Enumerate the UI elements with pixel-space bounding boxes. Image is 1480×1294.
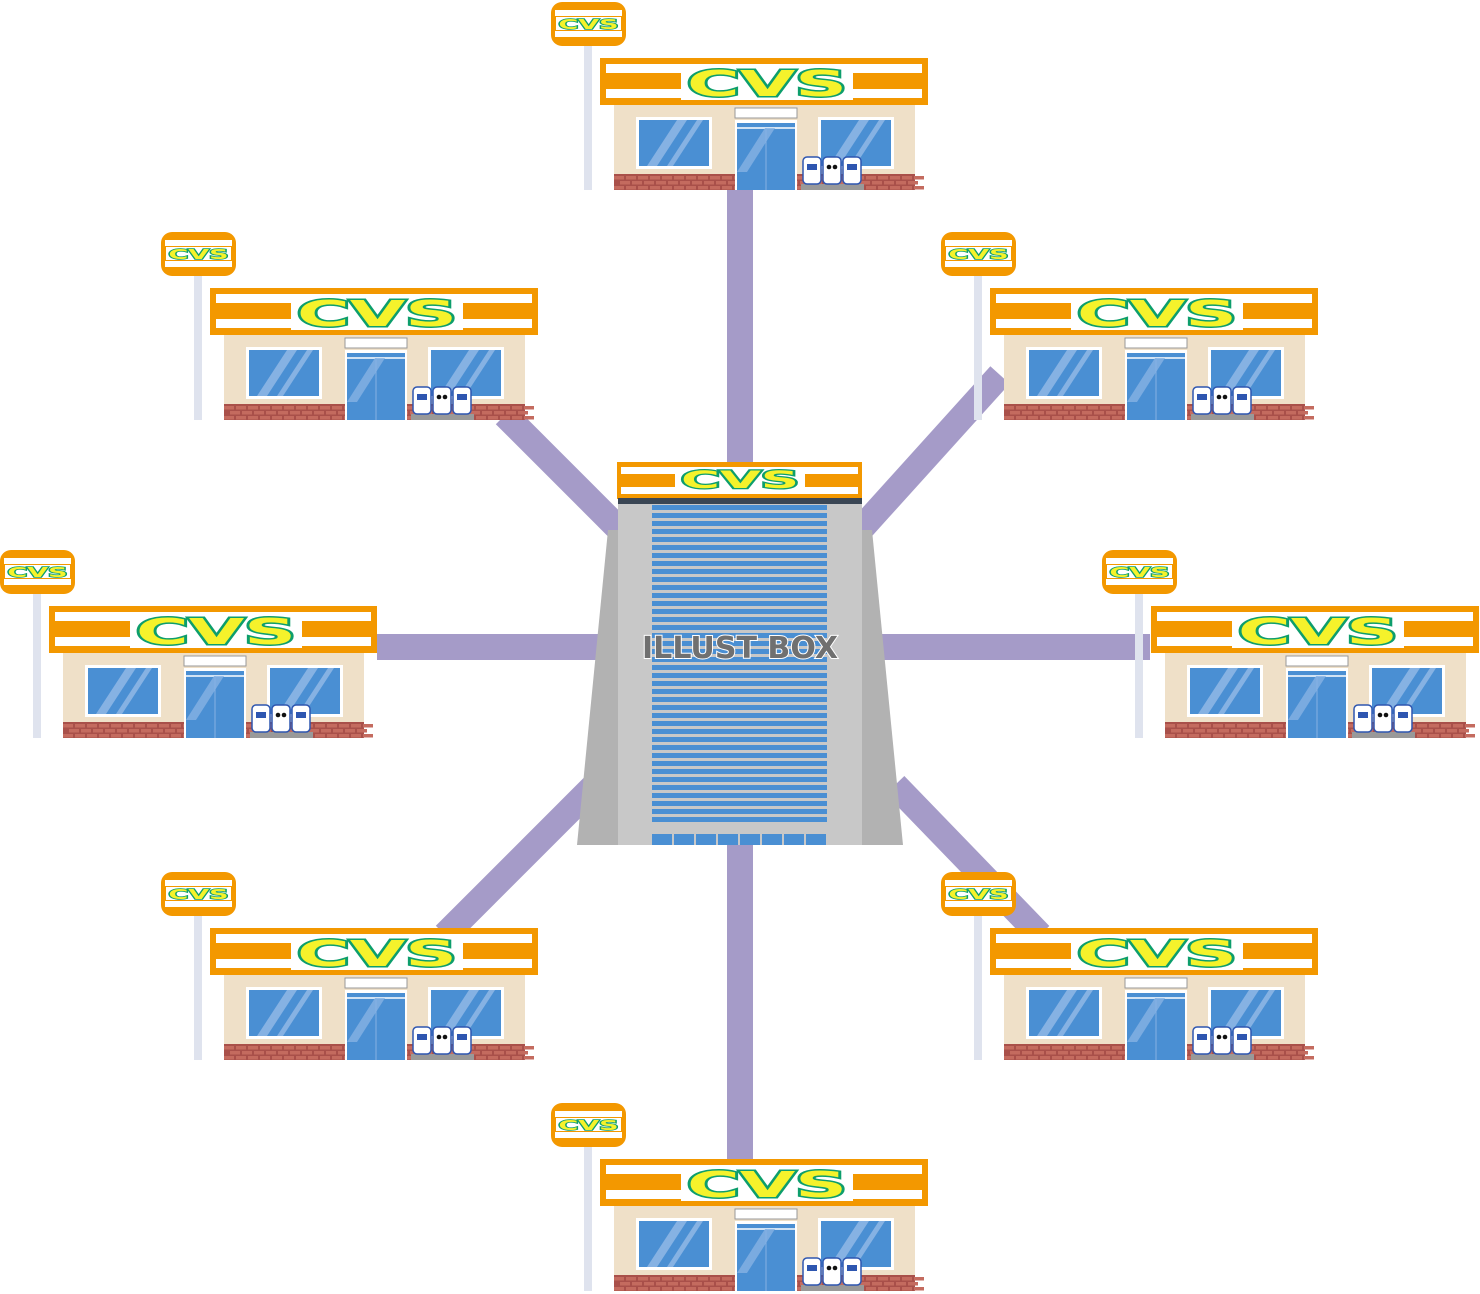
store-east: CVS CVS: [1102, 550, 1480, 740]
store-door[interactable]: [183, 655, 247, 738]
store-roof-sign: CVS: [990, 288, 1318, 337]
vending-machines: [1191, 386, 1254, 420]
store-west: CVS CVS: [0, 550, 380, 740]
pole-sign-logo: CVS: [169, 248, 229, 263]
store-door[interactable]: [734, 107, 798, 190]
store-roof-sign: CVS: [210, 288, 538, 337]
sign-pole: [974, 914, 982, 1060]
store-door[interactable]: [344, 977, 408, 1060]
pole-sign-logo: CVS: [559, 18, 619, 33]
store-north: CVS CVS: [551, 2, 931, 192]
pole-sign-logo: CVS: [559, 1119, 619, 1134]
vending-machines: [411, 386, 474, 420]
store-roof-sign: CVS: [600, 1159, 928, 1208]
pole-sign: CVS: [551, 1103, 626, 1147]
vending-machines: [801, 156, 864, 190]
store-logo: CVS: [136, 612, 296, 653]
store-logo: CVS: [687, 1165, 847, 1206]
pole-sign: CVS: [0, 550, 75, 594]
store-logo: CVS: [687, 64, 847, 105]
store-logo: CVS: [297, 294, 457, 335]
store-logo: CVS: [1077, 934, 1237, 975]
store-north-east: CVS CVS: [941, 232, 1321, 422]
vending-machines: [1352, 704, 1415, 738]
link-south-east: [885, 775, 1050, 945]
store-window: [636, 117, 712, 169]
store-south-west: CVS CVS: [161, 872, 541, 1062]
store-north-west: CVS CVS: [161, 232, 541, 422]
store-window: [85, 665, 161, 717]
pole-sign-logo: CVS: [8, 566, 68, 581]
store-roof-sign: CVS: [210, 928, 538, 977]
store-door[interactable]: [734, 1208, 798, 1291]
pole-sign-logo: CVS: [949, 248, 1009, 263]
store-roof-sign: CVS: [1151, 606, 1479, 655]
store-window: [246, 987, 322, 1039]
pole-sign: CVS: [161, 232, 236, 276]
store-south-east: CVS CVS: [941, 872, 1321, 1062]
store-logo: CVS: [1077, 294, 1237, 335]
sign-pole: [33, 592, 41, 738]
sign-pole: [194, 914, 202, 1060]
sign-pole: [584, 1145, 592, 1291]
store-door[interactable]: [344, 337, 408, 420]
store-logo: CVS: [297, 934, 457, 975]
pole-sign: CVS: [941, 872, 1016, 916]
store-roof-sign: CVS: [990, 928, 1318, 977]
sign-pole: [974, 274, 982, 420]
store-window: [246, 347, 322, 399]
pole-sign-logo: CVS: [949, 888, 1009, 903]
store-window: [1026, 987, 1102, 1039]
vending-machines: [411, 1026, 474, 1060]
store-door[interactable]: [1285, 655, 1349, 738]
store-window: [636, 1218, 712, 1270]
store-roof-sign: CVS: [600, 58, 928, 107]
store-door[interactable]: [1124, 337, 1188, 420]
pole-sign: CVS: [551, 2, 626, 46]
pole-sign-logo: CVS: [1110, 566, 1170, 581]
store-logo: CVS: [1238, 612, 1398, 653]
sign-pole: [1135, 592, 1143, 738]
store-south: CVS CVS: [551, 1103, 931, 1293]
pole-sign: CVS: [941, 232, 1016, 276]
vending-machines: [801, 1257, 864, 1291]
store-window: [1026, 347, 1102, 399]
store-roof-sign: CVS: [49, 606, 377, 655]
link-south-west: [435, 775, 605, 945]
sign-pole: [194, 274, 202, 420]
pole-sign-logo: CVS: [169, 888, 229, 903]
vending-machines: [250, 704, 313, 738]
link-north-west: [495, 405, 630, 540]
vending-machines: [1191, 1026, 1254, 1060]
sign-pole: [584, 44, 592, 190]
pole-sign: CVS: [161, 872, 236, 916]
pole-sign: CVS: [1102, 550, 1177, 594]
store-window: [1187, 665, 1263, 717]
store-door[interactable]: [1124, 977, 1188, 1060]
